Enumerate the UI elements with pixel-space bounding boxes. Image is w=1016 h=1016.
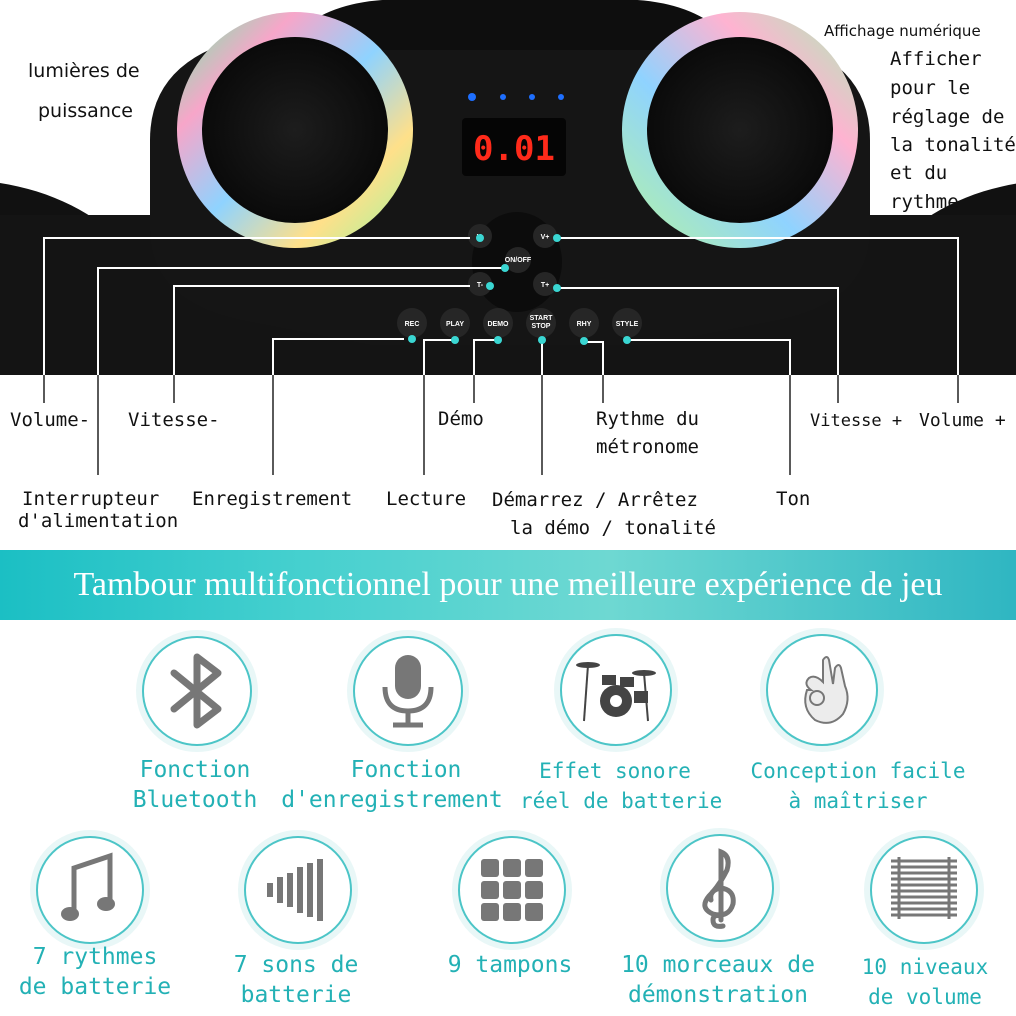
feature-circle-pads [458,836,566,944]
treble-clef-icon [702,848,736,929]
style-label: STYLE [616,321,639,328]
feature-rhythms-line2: de batterie [18,974,172,1000]
leader-lines-upper [43,237,959,375]
volume-plus-label: V+ [541,234,550,241]
feature-volume-line1: 10 niveaux [861,955,989,979]
metronome-annotation-2: métronome [596,436,699,458]
display-desc-4: la tonalité [890,134,1016,156]
digital-display-label: Affichage numérique [824,22,981,40]
feature-circle-easy [766,634,878,746]
feature-drums-line1: Effet sonore [539,759,691,783]
power-lights-label-2: puissance [38,100,133,122]
metronome-annotation-1: Rythme du [596,408,699,430]
start-stop-button[interactable] [526,308,556,338]
carry-handle [300,0,720,50]
speed-plus-annotation: Vitesse + [810,411,903,431]
volume-levels-icon [891,857,957,919]
leader-lines-lower [43,375,959,475]
feature-circle-sounds [244,836,352,944]
demo-label: DEMO [488,321,510,328]
pads-grid-icon [481,859,543,921]
stop-label: STOP [532,323,551,330]
banner-title: Tambour multifonctionnel pour une meille… [73,566,943,603]
feature-circle-rhythms [36,836,144,944]
volume-plus-button[interactable] [533,224,557,248]
feature-bluetooth-line1: Fonction [139,757,251,783]
tempo-minus-label: T- [477,282,484,289]
rec-button[interactable] [397,308,427,338]
tempo-plus-label: T+ [541,282,549,289]
feature-circle-bluetooth [142,636,252,746]
feature-demos-line2: démonstration [627,982,808,1008]
speed-minus-annotation: Vitesse- [128,409,220,431]
start-label: START [530,315,554,322]
drum-device-illustration: 0.01 V- V+ ON/OFF T- T+ REC PLAY DEMO ST… [0,0,1016,375]
drum-kit-icon [576,662,656,722]
feature-circle-recording [353,636,463,746]
feature-easy-line2: à maîtriser [788,789,928,813]
ok-hand-icon [804,656,849,724]
feature-volume-line2: de volume [868,985,982,1009]
display-desc-1: Afficher [890,48,982,70]
feature-recording-line2: d'enregistrement [281,787,503,813]
demo-annotation: Démo [438,408,484,430]
rhythm-label: RHY [577,321,592,328]
power-button[interactable] [505,247,531,273]
feature-easy-line1: Conception facile [750,759,966,783]
display-reading: 0.01 [473,129,555,169]
product-photo: 0.01 V- V+ ON/OFF T- T+ REC PLAY DEMO ST… [0,0,1016,375]
feature-demos-line1: 10 morceaux de [621,952,815,978]
feature-drums-line2: réel de batterie [520,789,723,813]
power-lights [468,93,564,101]
style-button[interactable] [612,308,642,338]
feature-circle-volume [870,836,978,944]
display-desc-2: pour le [890,77,971,99]
display-desc-3: réglage de [890,106,1005,128]
power-switch-annotation-1: Interrupteur [22,488,160,510]
power-button-label: ON/OFF [505,257,532,264]
power-switch-annotation-2: d'alimentation [18,510,179,532]
feature-circle-demos [666,834,774,942]
rhythm-button[interactable] [569,308,599,338]
start-stop-annotation-2: la démo / tonalité [510,517,716,539]
feature-pads-line1: 9 tampons [447,952,573,978]
volume-plus-annotation: Volume + [919,410,1006,431]
power-lights-label-1: lumières de [28,60,140,82]
feature-circle-drums [560,634,672,746]
tone-annotation: Ton [776,488,811,510]
feature-banner: Tambour multifonctionnel pour une meille… [0,550,1016,620]
right-speaker [647,37,833,223]
left-speaker [202,37,388,223]
feature-sounds-line2: batterie [240,982,352,1008]
feature-rhythms-line1: 7 rythmes [32,944,158,970]
microphone-icon [382,655,434,728]
tempo-minus-button[interactable] [468,272,492,296]
recording-annotation: Enregistrement [192,488,353,510]
playback-annotation: Lecture [386,488,467,510]
rec-label: REC [405,321,420,328]
button-panel: V- V+ ON/OFF T- T+ REC PLAY DEMO START S… [397,224,642,338]
display-desc-5: et du [890,162,948,184]
music-note-icon [61,852,115,921]
start-stop-annotation-1: Démarrez / Arrêtez [492,489,698,511]
sound-bars-icon [267,859,323,921]
display-desc-6: rythme [890,191,959,213]
play-button[interactable] [440,308,470,338]
feature-sounds-line1: 7 sons de [233,952,359,978]
play-label: PLAY [446,321,464,328]
feature-recording-line1: Fonction [350,757,462,783]
feature-bluetooth-line2: Bluetooth [132,787,258,813]
tempo-plus-button[interactable] [533,272,557,296]
leader-dots [408,234,631,345]
bluetooth-icon [170,653,222,729]
digital-display [462,118,566,176]
volume-minus-annotation: Volume- [10,409,91,431]
demo-button[interactable] [483,308,513,338]
